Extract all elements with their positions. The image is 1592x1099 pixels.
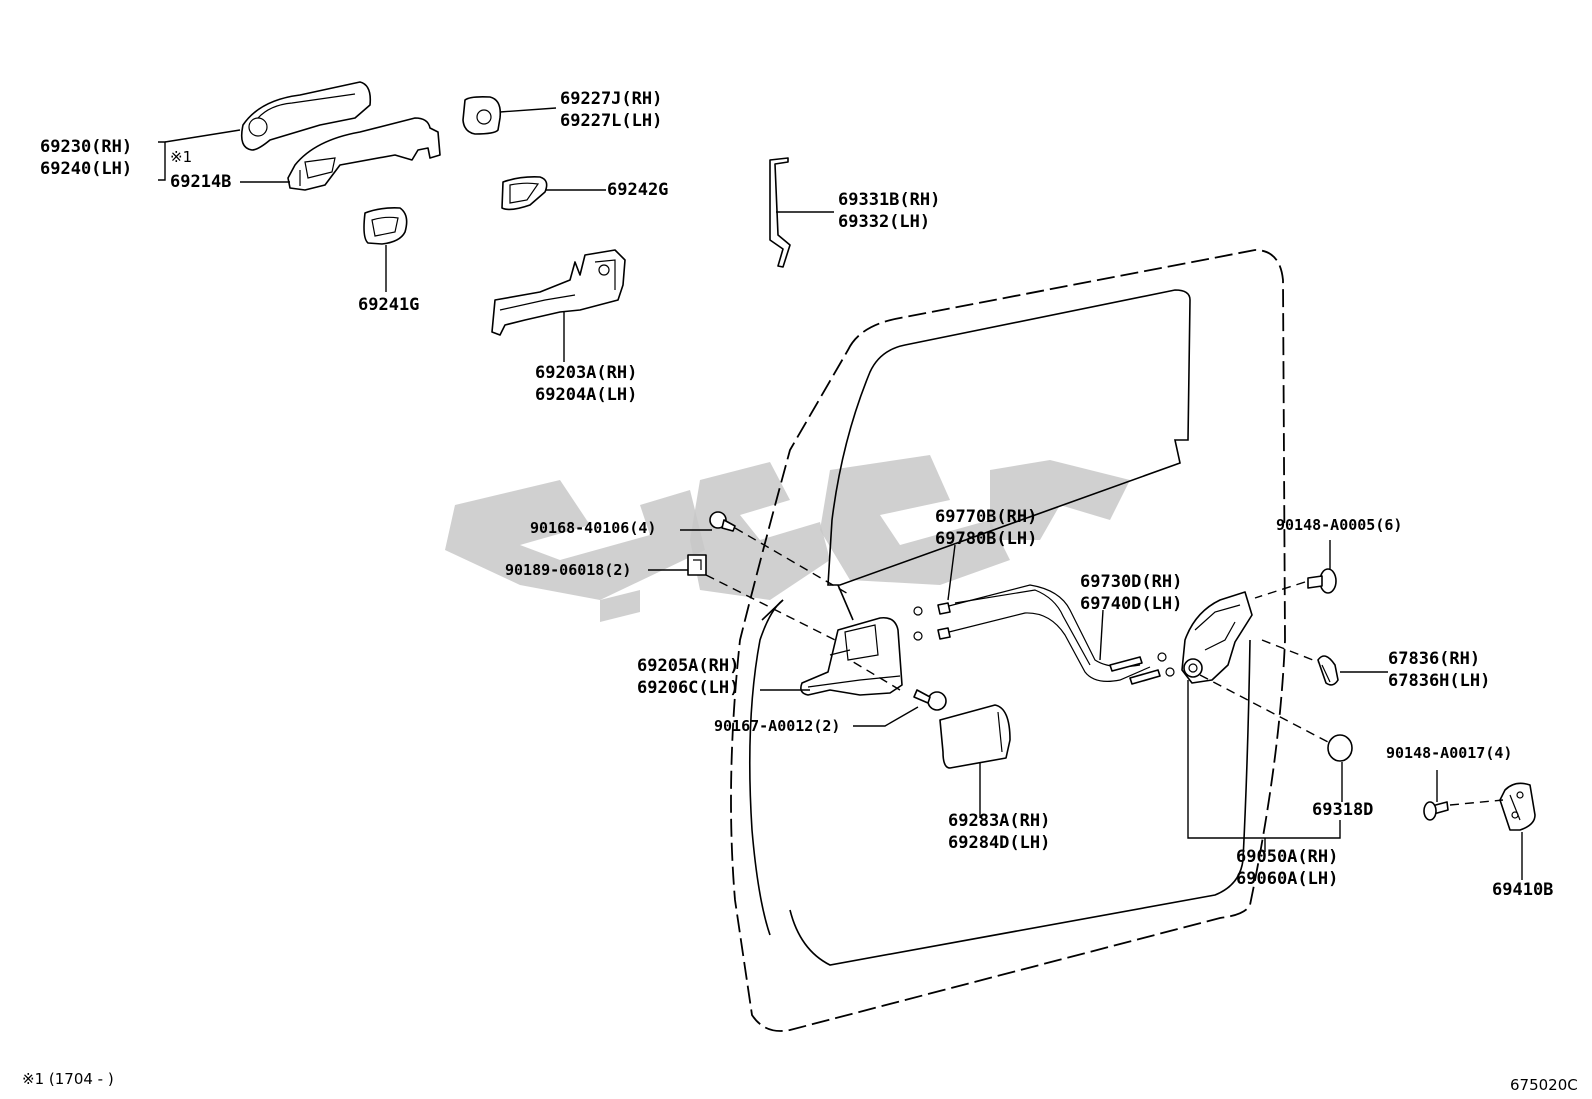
label-69780B: 69780B(LH) xyxy=(935,529,1037,549)
door-striker-part xyxy=(1499,782,1536,831)
diagram-code: 675020C xyxy=(1510,1076,1578,1094)
grommet-part xyxy=(1317,655,1339,686)
door-outline xyxy=(730,249,1286,1032)
lock-rod-part xyxy=(769,157,791,268)
label-69283A: 69283A(RH) xyxy=(948,811,1050,831)
label-90148-a0017: 90148-A0017(4) xyxy=(1386,744,1512,762)
inside-handle-cover-part xyxy=(939,704,1011,769)
door-lock-assembly-part xyxy=(1181,591,1253,684)
screw-90167-part xyxy=(913,689,947,711)
key-cylinder-cap-part xyxy=(462,96,502,135)
handle-gasket-part xyxy=(501,176,548,211)
label-69204A: 69204A(LH) xyxy=(535,385,637,405)
bolt-90148-a0017-part xyxy=(1423,801,1449,821)
label-69332: 69332(LH) xyxy=(838,212,930,232)
hole-plug-part xyxy=(1327,734,1353,762)
bolt-90148-a0005-part xyxy=(1307,568,1337,594)
label-90167: 90167-A0012(2) xyxy=(714,717,840,735)
label-69206C: 69206C(LH) xyxy=(637,678,739,698)
label-69205A: 69205A(RH) xyxy=(637,656,739,676)
watermark-logo xyxy=(445,455,1130,622)
alignment-lines xyxy=(705,527,1504,806)
leader-lines xyxy=(158,107,1523,880)
label-69410B: 69410B xyxy=(1492,880,1553,900)
label-69318D: 69318D xyxy=(1312,800,1373,820)
label-67836H: 67836H(LH) xyxy=(1388,671,1490,691)
label-67836: 67836(RH) xyxy=(1388,649,1480,669)
inside-handle-part xyxy=(800,616,903,696)
label-69050A: 69050A(RH) xyxy=(1236,847,1338,867)
label-69331B: 69331B(RH) xyxy=(838,190,940,210)
label-90189: 90189-06018(2) xyxy=(505,561,631,579)
label-69060A: 69060A(LH) xyxy=(1236,869,1338,889)
part-labels: 69230(RH) 69240(LH) ※1 69214B 69227J(RH)… xyxy=(40,89,1553,900)
label-69730D: 69730D(RH) xyxy=(1080,572,1182,592)
clip-90189-part xyxy=(687,554,707,576)
label-69227J: 69227J(RH) xyxy=(560,89,662,109)
label-69227L: 69227L(LH) xyxy=(560,111,662,131)
label-69241G: 69241G xyxy=(358,295,419,315)
label-69242G: 69242G xyxy=(607,180,668,200)
outside-handle-frame-part xyxy=(287,117,441,191)
label-69230: 69230(RH) xyxy=(40,137,132,157)
label-69203A: 69203A(RH) xyxy=(535,363,637,383)
rear-gasket-part xyxy=(363,207,408,245)
label-69240: 69240(LH) xyxy=(40,159,132,179)
outside-handle-cover-part xyxy=(240,81,372,151)
label-69740D: 69740D(LH) xyxy=(1080,594,1182,614)
label-90168: 90168-40106(4) xyxy=(530,519,656,537)
footnote: ※1 (1704 - ) xyxy=(22,1070,114,1088)
inside-handle-cables xyxy=(913,584,1175,685)
screw-90168-part xyxy=(709,511,736,532)
label-90148-a0005: 90148-A0005(6) xyxy=(1276,516,1402,534)
label-note-1: ※1 xyxy=(170,148,192,166)
label-69770B: 69770B(RH) xyxy=(935,507,1037,527)
label-69284D: 69284D(LH) xyxy=(948,833,1050,853)
handle-bracket-part xyxy=(491,249,626,336)
label-69214B: 69214B xyxy=(170,172,231,192)
